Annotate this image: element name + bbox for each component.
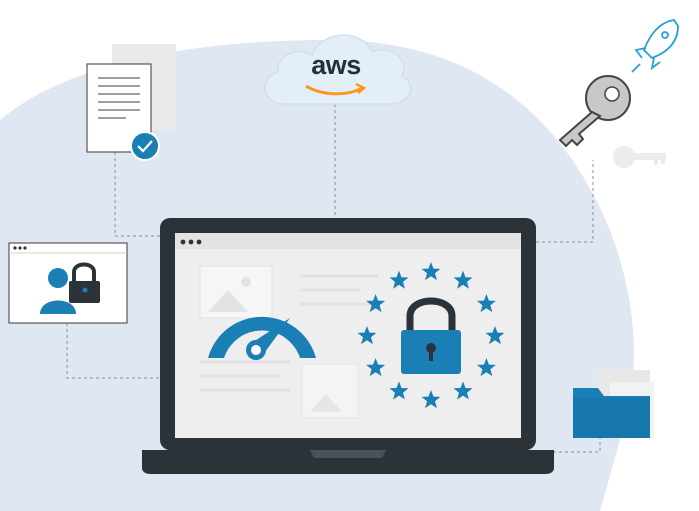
eu-star-icon xyxy=(389,381,409,400)
folder-icon xyxy=(573,370,654,438)
eu-stars-padlock-icon xyxy=(357,262,505,409)
eu-star-icon xyxy=(453,270,473,289)
aws-label: aws xyxy=(311,50,361,80)
aws-smile xyxy=(305,84,363,96)
key-icon xyxy=(558,75,666,168)
user-lock-window-icon xyxy=(8,242,128,324)
eu-star-icon xyxy=(421,390,441,409)
eu-star-icon xyxy=(476,358,496,377)
eu-star-icon xyxy=(476,294,496,313)
speedometer-icon xyxy=(208,316,316,360)
eu-star-icon xyxy=(453,381,473,400)
check-badge-icon xyxy=(130,131,160,161)
rocket-icon xyxy=(631,19,679,73)
eu-star-icon xyxy=(366,358,386,377)
eu-star-icon xyxy=(485,326,505,345)
eu-star-icon xyxy=(389,270,409,289)
laptop-icon xyxy=(142,218,554,474)
eu-star-icon xyxy=(357,326,377,345)
eu-star-icon xyxy=(366,294,386,313)
eu-star-icon xyxy=(421,262,441,281)
aws-cloud-icon xyxy=(264,34,412,105)
